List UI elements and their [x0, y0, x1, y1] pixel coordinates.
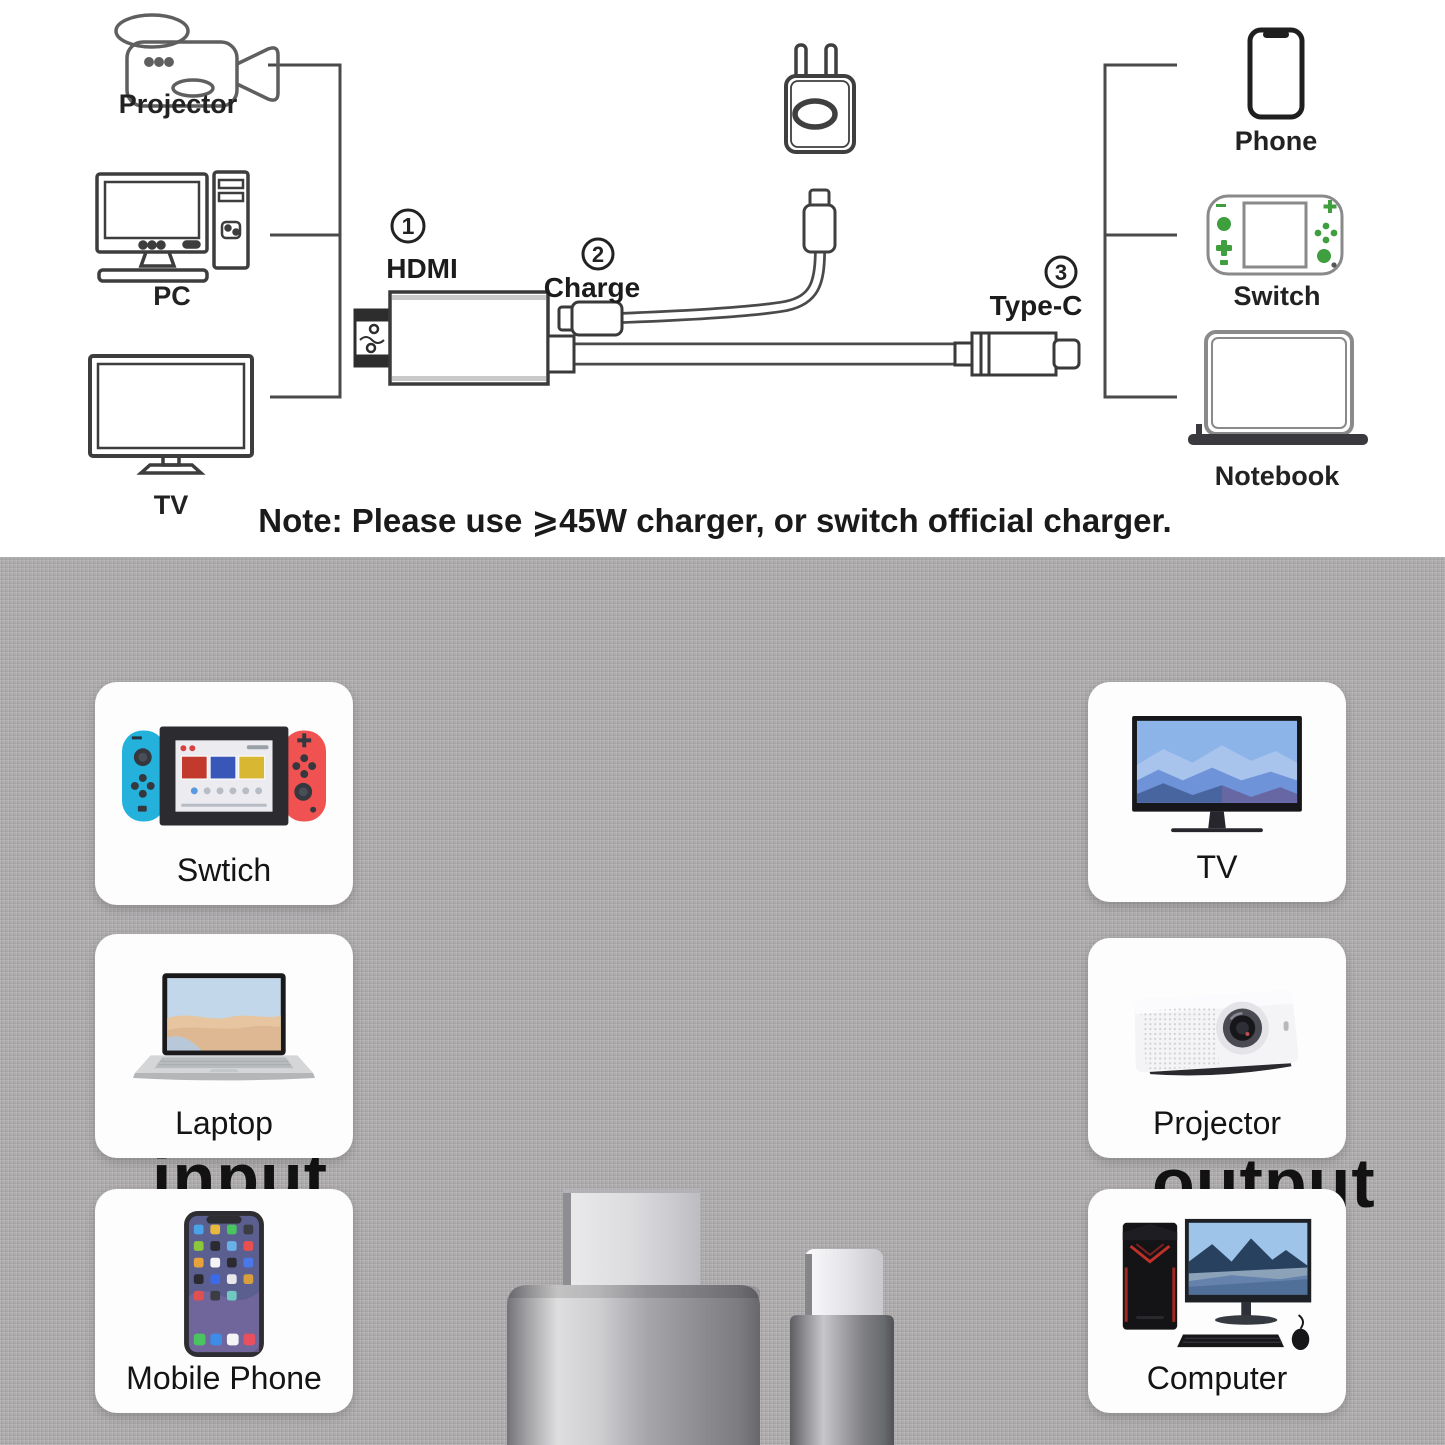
left-bracket-lines: [268, 63, 342, 399]
smartphone-icon: [1247, 27, 1305, 120]
callout-2-number: 2: [592, 242, 604, 267]
tv-monitor-photo: [1124, 700, 1310, 849]
card-label: Mobile Phone: [126, 1360, 322, 1396]
output-card-tv: TV: [1088, 682, 1346, 902]
output-card-projector: Projector: [1088, 938, 1346, 1158]
callout-1-number: 1: [402, 213, 415, 239]
adapter-cable-photo: [507, 1189, 894, 1445]
card-label: Projector: [1152, 1105, 1282, 1141]
nintendo-switch-photo: [120, 700, 328, 852]
usbc-connector-photo: [790, 1249, 894, 1445]
hdmi-plug-photo: [563, 1189, 700, 1289]
phone-label: Phone: [1235, 126, 1318, 156]
adapter-body-photo: [507, 1285, 760, 1445]
input-card-switch: Swtich: [95, 682, 353, 905]
type-c-connector-drawing: [953, 331, 1081, 377]
wall-charger-icon: [784, 43, 856, 154]
charger-note: Note: Please use ⩾45W charger, or switch…: [258, 502, 1171, 539]
hdmi-plug-drawing: [353, 308, 393, 368]
desktop-pc-icon: [95, 170, 250, 283]
iphone-photo: [182, 1207, 266, 1360]
laptop-photo: [131, 952, 317, 1105]
output-card-computer: Computer: [1088, 1189, 1346, 1413]
charger-usbc-connector: [802, 188, 837, 254]
connector-callouts: 1 HDMI 2 Charge 3 Type-C: [386, 208, 1083, 321]
switch-label: Switch: [1233, 281, 1320, 311]
right-bracket-lines: [1103, 63, 1177, 399]
tv-label: TV: [154, 490, 189, 520]
card-label: TV: [1196, 849, 1238, 885]
card-label: Computer: [1146, 1360, 1288, 1396]
charge-cable: [619, 249, 826, 324]
projector-label: Projector: [119, 89, 238, 119]
charge-label: Charge: [544, 272, 640, 303]
product-photo-section: input output: [0, 557, 1445, 1445]
game-console-icon: [1206, 194, 1344, 276]
card-label: Laptop: [175, 1105, 273, 1141]
desktop-computer-photo: [1115, 1207, 1319, 1360]
input-card-laptop: Laptop: [95, 934, 353, 1158]
input-card-mobile-phone: Mobile Phone: [95, 1189, 353, 1413]
notebook-label: Notebook: [1215, 461, 1340, 491]
card-label: Swtich: [176, 852, 272, 888]
projector-photo: [1119, 956, 1315, 1105]
hdmi-label: HDMI: [386, 253, 458, 284]
charge-plug-drawing: [557, 300, 624, 337]
adapter-body-drawing: [388, 290, 576, 386]
type-c-label: Type-C: [990, 290, 1083, 321]
projector-camera-icon: [114, 13, 280, 108]
tv-icon: [88, 354, 254, 475]
callout-3-number: 3: [1055, 260, 1067, 285]
connection-diagram-section: Projector PC: [0, 0, 1445, 557]
notebook-icon: [1188, 330, 1368, 445]
pc-label: PC: [153, 281, 191, 311]
connection-diagram: Projector PC: [88, 13, 1368, 539]
